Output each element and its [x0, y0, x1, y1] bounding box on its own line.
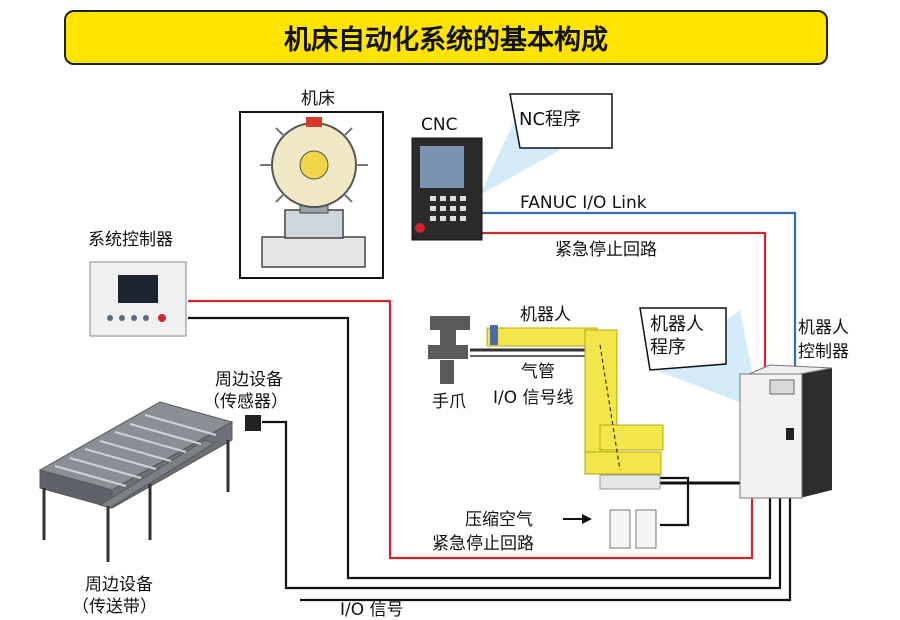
peripheral-sensor-label-2: （传感器） [203, 392, 288, 412]
outer-signal-wire [300, 495, 792, 602]
conveyor-legs [42, 440, 230, 562]
robot-controller-label-2: 控制器 [798, 342, 849, 362]
robot-controller-panel [769, 379, 795, 395]
robot-controller-switch [786, 428, 794, 440]
robot-program-label-1: 机器人 [650, 314, 704, 335]
robot-hand [428, 316, 470, 384]
peripheral-conveyor-label-1: 周边设备 [85, 575, 153, 595]
sensor [245, 415, 261, 431]
cnc-estop [415, 223, 425, 233]
machine-tool-table [284, 209, 344, 239]
hand-label: 手爪 [432, 392, 466, 412]
robot-program-document [639, 307, 727, 371]
peripheral-sensor-label-1: 周边设备 [215, 370, 283, 390]
emergency-stop-top-label: 紧急停止回路 [555, 240, 657, 260]
air-unit-wire [660, 476, 690, 527]
tool-turret-center [299, 150, 329, 180]
emergency-wire-top [482, 231, 767, 395]
air-hose-label: 气管 [521, 362, 555, 382]
cnc-label: CNC [421, 115, 458, 135]
controller-signal-wire [188, 316, 772, 580]
bottom-cut-label: I/O 信号 [340, 600, 404, 620]
robot-arm [486, 327, 664, 475]
cnc-screen [420, 146, 464, 188]
io-link-wire [482, 211, 797, 395]
system-controller-screen [118, 275, 158, 303]
machine-tool-base [261, 236, 366, 268]
robot-controller-label-1: 机器人 [798, 318, 849, 338]
robot-wrist [490, 325, 498, 345]
emergency-wire-bottom [188, 299, 754, 560]
air-service-unit [609, 509, 657, 549]
emergency-stop-bottom-label: 紧急停止回路 [432, 534, 534, 554]
robot-cable [599, 344, 621, 471]
conveyor [38, 401, 234, 509]
compressed-air-arrowhead [582, 514, 592, 524]
nc-program-document [509, 93, 613, 149]
nc-program-label: NC程序 [519, 109, 582, 130]
diagram-canvas [38, 93, 833, 602]
machine-tool-label: 机床 [301, 89, 335, 109]
page-title: 机床自动化系统的基本构成 [64, 10, 828, 65]
turret-top [306, 117, 322, 127]
robot-label: 机器人 [520, 305, 571, 325]
fanuc-io-link-label: FANUC I/O Link [520, 193, 647, 213]
system-controller-label: 系统控制器 [88, 230, 173, 250]
peripheral-conveyor-label-2: （传送带） [72, 597, 157, 617]
robot-program-label-2: 程序 [650, 337, 686, 358]
system-controller-estop [158, 314, 166, 322]
io-signal-label: I/O 信号线 [493, 388, 574, 408]
robot-controller-side [800, 368, 832, 498]
sensor-wire [262, 420, 782, 590]
compressed-air-label: 压缩空气 [465, 510, 533, 530]
robot-base [599, 474, 661, 490]
